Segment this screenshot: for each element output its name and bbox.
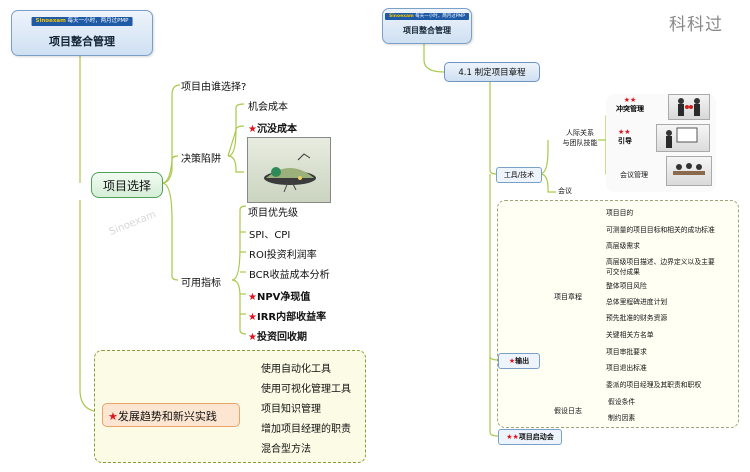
- charter-item[interactable]: 整体项目风险: [606, 282, 647, 290]
- conflict-label: 冲突管理: [616, 105, 644, 113]
- sunk-cost-illustration: [247, 137, 331, 203]
- metric-payback-label: 投资回收期: [256, 332, 307, 343]
- conflict-picture: [668, 94, 710, 120]
- kickoff-node[interactable]: ★★项目启动会: [498, 429, 562, 445]
- banner-logo: Sinoexam: [388, 14, 414, 19]
- metric-npv[interactable]: ★NPV净现值: [248, 288, 310, 303]
- right-root-title: 项目整合管理: [403, 26, 451, 35]
- charter-item[interactable]: 关键相关方名单: [606, 331, 654, 339]
- banner: Sinoexam 每天一小时，两月过PMP: [31, 17, 133, 26]
- star-icon: ★★: [506, 433, 519, 441]
- guide-node[interactable]: ★★ 引导: [618, 128, 632, 146]
- metric-spi-cpi[interactable]: SPI、CPI: [249, 230, 291, 241]
- interpersonal-line1: 人际关系: [566, 129, 594, 137]
- star-icon: ★★: [623, 96, 637, 104]
- trend-label: 发展趋势和新兴实践: [117, 410, 217, 423]
- trend-item-visual-mgmt[interactable]: 使用可视化管理工具: [261, 384, 351, 395]
- brand-name: 科科过: [669, 15, 723, 35]
- left-root-title: 项目整合管理: [49, 35, 115, 48]
- left-root-node[interactable]: Sinoexam 每天一小时，两月过PMP 项目整合管理: [11, 10, 153, 56]
- output-label: 输出: [515, 357, 530, 365]
- metric-roi[interactable]: ROI投资利润率: [249, 250, 317, 261]
- assumption-item[interactable]: 假设条件: [608, 398, 636, 406]
- metric-payback[interactable]: ★投资回收期: [248, 328, 307, 343]
- charter-item[interactable]: 可交付成果: [606, 268, 640, 276]
- meeting-mgmt-node[interactable]: 会议管理: [620, 171, 648, 179]
- charter-item[interactable]: 项目审批要求: [606, 348, 647, 356]
- sunk-cost-label: 沉没成本: [256, 124, 297, 135]
- develop-charter-label: 4.1 制定项目章程: [458, 68, 526, 78]
- project-priority-node[interactable]: 项目优先级: [248, 208, 298, 219]
- right-root-node[interactable]: Sinoexam 每天一小时，两月过PMP 项目整合管理: [382, 8, 472, 44]
- metrics-node[interactable]: 可用指标: [181, 278, 221, 289]
- banner: Sinoexam 每天一小时，两月过PMP: [384, 13, 470, 20]
- charter-item[interactable]: 高层级项目描述、边界定义以及主要: [606, 258, 715, 266]
- charter-item[interactable]: 项目退出标准: [606, 364, 647, 372]
- star-icon: ★: [248, 124, 257, 135]
- tools-label: 工具/技术: [503, 171, 535, 179]
- trend-item-pm-role[interactable]: 增加项目经理的职责: [261, 424, 351, 435]
- star-icon: ★★: [618, 128, 631, 136]
- trend-item-knowledge[interactable]: 项目知识管理: [261, 404, 321, 415]
- output-area: [497, 200, 739, 428]
- star-icon: ★: [248, 312, 257, 323]
- assumption-item[interactable]: 制约因素: [608, 414, 636, 422]
- meeting-node[interactable]: 会议: [558, 187, 572, 195]
- trend-item-automation[interactable]: 使用自动化工具: [261, 364, 331, 375]
- tools-node[interactable]: 工具/技术: [496, 167, 542, 183]
- develop-charter-node[interactable]: 4.1 制定项目章程: [444, 62, 540, 82]
- charter-item[interactable]: 项目目的: [606, 209, 634, 217]
- banner-tagline: 每天一小时，两月过PMP: [415, 14, 466, 19]
- banner-tagline: 每天一小时，两月过PMP: [67, 18, 129, 24]
- trend-item-hybrid[interactable]: 混合型方法: [261, 444, 311, 455]
- banner-logo: Sinoexam: [35, 18, 66, 24]
- metric-irr-label: IRR内部收益率: [256, 312, 327, 323]
- metric-npv-label: NPV净现值: [256, 292, 311, 303]
- project-selection-label: 项目选择: [102, 179, 151, 193]
- charter-item[interactable]: 可测量的项目目标和相关的成功标准: [606, 226, 715, 234]
- who-selects-node[interactable]: 项目由谁选择?: [181, 82, 247, 93]
- interpersonal-line2: 与团队技能: [562, 139, 598, 147]
- star-icon: ★: [508, 357, 516, 365]
- star-icon: ★: [108, 410, 118, 423]
- star-icon: ★: [248, 292, 257, 303]
- charter-node[interactable]: 项目章程: [554, 293, 582, 301]
- interpersonal-node[interactable]: 人际关系 与团队技能: [556, 128, 604, 148]
- star-icon: ★: [248, 332, 257, 343]
- metric-bcr[interactable]: BCR收益成本分析: [249, 270, 330, 281]
- project-selection-node[interactable]: 项目选择: [91, 172, 163, 198]
- metric-irr[interactable]: ★IRR内部收益率: [248, 308, 326, 323]
- guide-picture: [656, 124, 710, 152]
- charter-item[interactable]: 委派的项目经理及其职责和职权: [606, 381, 702, 389]
- conflict-node[interactable]: ★★ 冲突管理: [616, 96, 644, 114]
- charter-item[interactable]: 高层级需求: [606, 242, 640, 250]
- decision-trap-node[interactable]: 决策陷阱: [181, 154, 221, 165]
- meeting-picture: [666, 156, 712, 186]
- guide-label: 引导: [618, 137, 632, 145]
- opportunity-cost-node[interactable]: 机会成本: [248, 102, 288, 113]
- charter-item[interactable]: 预先批准的财务资源: [606, 314, 668, 322]
- kickoff-label: 项目启动会: [518, 433, 554, 441]
- trend-node[interactable]: ★项目选择发展趋势和新兴实践: [102, 403, 240, 427]
- sunk-cost-node[interactable]: ★沉没成本: [248, 120, 297, 135]
- charter-item[interactable]: 总体里程碑进度计划: [606, 298, 668, 306]
- assumption-log-node[interactable]: 假设日志: [554, 407, 582, 415]
- output-node[interactable]: ★输出: [498, 353, 540, 369]
